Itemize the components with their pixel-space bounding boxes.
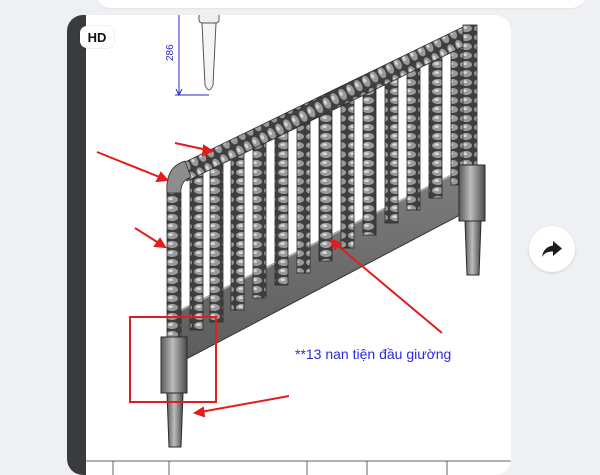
headboard-right-post (458, 24, 486, 276)
share-button[interactable] (529, 226, 575, 272)
previous-message-bubble (96, 0, 586, 8)
dimension-label: 286 (165, 44, 176, 61)
image-message[interactable]: 286 (67, 15, 511, 475)
bed-headboard-drawing: 286 (86, 15, 511, 475)
share-arrow-icon (542, 241, 562, 257)
hd-badge: HD (80, 26, 114, 48)
leg-dimension-sketch: 286 (165, 15, 220, 97)
headboard-left-post (160, 192, 188, 448)
drawing-bottom-border (86, 460, 511, 475)
annotation-text: **13 nan tiện đầu giường (295, 346, 451, 362)
image-left-edge (67, 15, 86, 475)
headboard-spindles (189, 38, 465, 331)
highlight-box (129, 316, 217, 403)
annotation-arrows (96, 142, 443, 418)
